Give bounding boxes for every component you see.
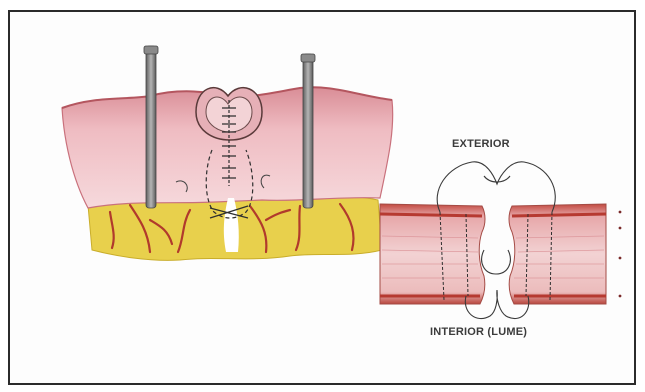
- suture-loop-exterior: [437, 162, 555, 212]
- retractor-rod-icon: [144, 46, 158, 208]
- label-interior: INTERIOR (LUME): [430, 326, 527, 338]
- tissue-block: [62, 87, 393, 260]
- retractor-rod-icon: [301, 54, 315, 208]
- wall-cross-section: [380, 162, 621, 319]
- label-exterior: EXTERIOR: [452, 138, 510, 150]
